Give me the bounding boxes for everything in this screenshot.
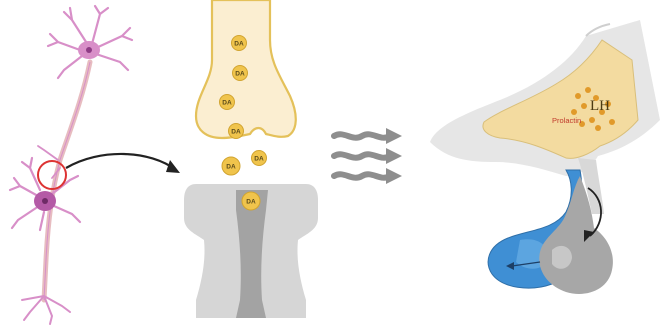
wavy-arrow-3	[334, 174, 390, 177]
wavy-arrow-2	[334, 154, 390, 157]
vesicle-label: DA	[226, 164, 236, 171]
vesicle-label: DA	[235, 71, 245, 78]
signal-arrows	[334, 134, 390, 177]
vesicle-label: DA	[231, 129, 241, 136]
released-dopamine: DA DA	[222, 151, 267, 176]
vesicle-label: DA	[222, 100, 232, 107]
bound-dopamine-label: DA	[246, 199, 256, 206]
vesicle-label: DA	[254, 156, 264, 163]
arrow-heads	[386, 128, 402, 184]
prolactin-label: Prolactin	[552, 116, 581, 125]
lh-label: LH	[590, 98, 610, 114]
axon-terminal-branches	[22, 296, 70, 324]
lower-neuron-nucleus	[42, 198, 48, 204]
wavy-arrow-1	[334, 134, 390, 137]
pituitary-gland: LH Prolactin	[430, 20, 660, 294]
upper-neuron-nucleus	[86, 47, 92, 53]
zoom-arrow-head	[166, 160, 180, 173]
presynaptic-terminal: DA DA DA DA	[196, 0, 296, 139]
dopamine-receptor: DA	[184, 184, 318, 318]
vesicle-label: DA	[234, 41, 244, 48]
zoom-arrow	[66, 154, 176, 170]
